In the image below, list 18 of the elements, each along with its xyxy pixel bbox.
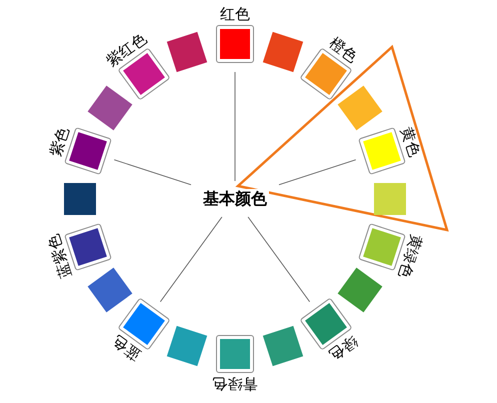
- connector-line: [160, 216, 222, 302]
- color-label: 红色: [220, 5, 250, 23]
- color-label: 紫色: [46, 124, 72, 159]
- color-label: 紫红色: [102, 28, 150, 70]
- color-label: 蓝色: [108, 332, 144, 365]
- color-label: 青绿色: [212, 375, 258, 393]
- connector-line: [234, 72, 236, 182]
- color-label: 蓝紫色: [44, 232, 75, 280]
- color-label: 黄色: [398, 124, 424, 159]
- color-swatch: [374, 183, 406, 215]
- connector-line: [248, 216, 310, 302]
- color-swatch: [64, 183, 96, 215]
- color-label: 黄绿色: [395, 232, 426, 280]
- connector-line: [278, 159, 356, 186]
- center-label: 基本颜色: [201, 189, 269, 209]
- color-label: 绿色: [326, 332, 362, 365]
- color-label: 橙色: [326, 33, 362, 66]
- connector-line: [114, 159, 192, 186]
